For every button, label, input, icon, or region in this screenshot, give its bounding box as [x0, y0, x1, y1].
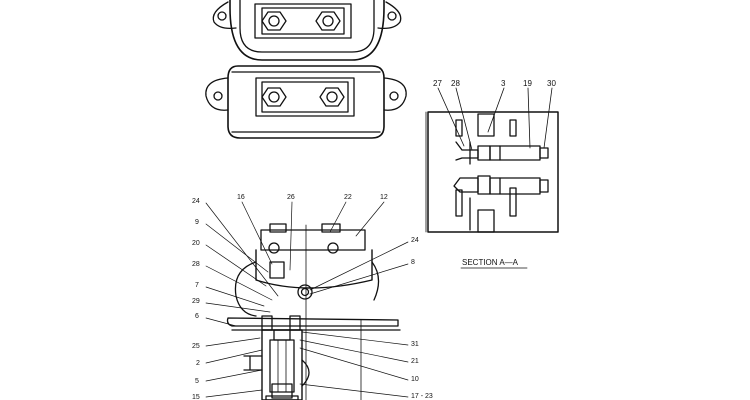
callout-8: 8	[411, 259, 415, 266]
section-callout-27: 27	[433, 79, 442, 88]
section-callout-3: 3	[501, 79, 506, 88]
callout-7: 7	[195, 282, 199, 289]
front-view-assembly	[226, 223, 401, 400]
callout-25: 25	[192, 343, 200, 350]
callout-5: 5	[195, 378, 199, 385]
callout-24-right: 24	[411, 237, 419, 244]
callout-31: 31	[411, 341, 419, 348]
callout-16: 16	[237, 194, 245, 201]
callout-28: 28	[192, 261, 200, 268]
section-callout-30: 30	[547, 79, 556, 88]
callout-24-left: 24	[192, 198, 200, 205]
callout-12: 12	[380, 194, 388, 201]
callout-17-23: 17 - 23	[411, 393, 433, 400]
callout-6: 6	[195, 313, 199, 320]
callout-10: 10	[411, 376, 419, 383]
callout-22: 22	[344, 194, 352, 201]
callout-9: 9	[195, 219, 199, 226]
callout-2: 2	[196, 360, 200, 367]
section-callout-28: 28	[451, 79, 460, 88]
section-a-a-view: 27 28 3 19 30 SECTION A—A	[425, 79, 559, 269]
callout-29: 29	[192, 298, 200, 305]
section-title: SECTION A—A	[462, 258, 519, 267]
top-view-upper-block	[212, 0, 402, 61]
callout-leaders	[205, 201, 409, 398]
callout-15: 15	[192, 394, 200, 400]
section-callout-19: 19	[523, 79, 532, 88]
callout-20: 20	[192, 240, 200, 247]
top-view-lower-block	[205, 65, 407, 139]
callout-21: 21	[411, 358, 419, 365]
callout-26: 26	[287, 194, 295, 201]
